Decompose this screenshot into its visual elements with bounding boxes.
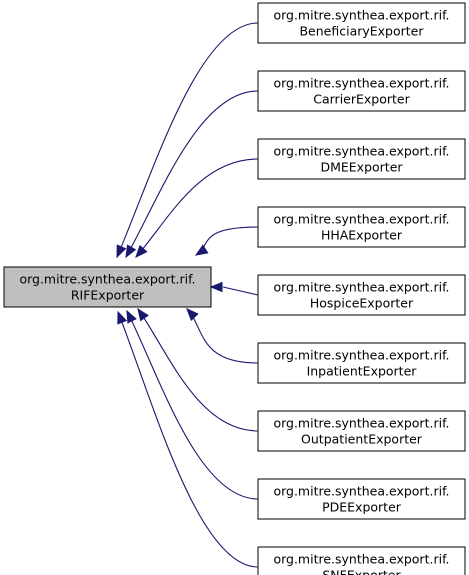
derived-class-name: SNFExporter	[322, 568, 401, 575]
derived-class-package: org.mitre.synthea.export.rif.	[273, 212, 449, 227]
base-class-package: org.mitre.synthea.export.rif.	[19, 272, 195, 287]
derived-class-package: org.mitre.synthea.export.rif.	[273, 484, 449, 499]
arrowhead	[116, 244, 127, 259]
inheritance-edge	[135, 158, 259, 258]
derived-class-box	[257, 410, 466, 452]
derived-class-package: org.mitre.synthea.export.rif.	[273, 416, 449, 431]
inheritance-edge	[186, 308, 259, 364]
derived-class-node[interactable]: org.mitre.synthea.export.rif.HHAExporter	[257, 206, 466, 248]
derived-class-node[interactable]: org.mitre.synthea.export.rif.DMEExporter	[257, 138, 466, 180]
derived-class-node[interactable]: org.mitre.synthea.export.rif.CarrierExpo…	[257, 70, 466, 112]
inheritance-edge	[117, 311, 259, 568]
derived-class-box	[257, 2, 466, 44]
derived-class-package: org.mitre.synthea.export.rif.	[273, 280, 449, 295]
arrowhead	[117, 310, 128, 325]
inheritance-edge	[125, 90, 259, 258]
arrowhead	[194, 244, 209, 256]
inheritance-edges	[116, 22, 259, 568]
derived-class-nodes: org.mitre.synthea.export.rif.Beneficiary…	[257, 2, 466, 575]
derived-class-name: CarrierExporter	[313, 92, 410, 107]
derived-class-node[interactable]: org.mitre.synthea.export.rif.PDEExporter	[257, 478, 466, 520]
derived-class-box	[257, 138, 466, 180]
inheritance-edge	[137, 308, 259, 432]
base-class-box	[3, 266, 212, 308]
base-class-node[interactable]: org.mitre.synthea.export.rif. RIFExporte…	[3, 266, 212, 308]
arrowhead	[126, 309, 137, 324]
base-class-name: RIFExporter	[71, 288, 145, 303]
derived-class-box	[257, 546, 466, 575]
derived-class-package: org.mitre.synthea.export.rif.	[273, 348, 449, 363]
derived-class-package: org.mitre.synthea.export.rif.	[273, 8, 449, 23]
derived-class-package: org.mitre.synthea.export.rif.	[273, 76, 449, 91]
derived-class-box	[257, 206, 466, 248]
inheritance-edge	[126, 310, 259, 500]
arrowhead	[125, 244, 137, 259]
derived-class-name: InpatientExporter	[307, 364, 418, 379]
derived-class-box	[257, 274, 466, 316]
derived-class-box	[257, 478, 466, 520]
derived-class-name: HospiceExporter	[310, 296, 414, 311]
derived-class-package: org.mitre.synthea.export.rif.	[273, 144, 449, 159]
derived-class-node[interactable]: org.mitre.synthea.export.rif.OutpatientE…	[257, 410, 466, 452]
derived-class-node[interactable]: org.mitre.synthea.export.rif.HospiceExpo…	[257, 274, 466, 316]
arrowhead	[135, 244, 148, 258]
derived-class-name: PDEExporter	[322, 500, 402, 515]
derived-class-box	[257, 342, 466, 384]
derived-class-name: BeneficiaryExporter	[299, 24, 424, 39]
derived-class-node[interactable]: org.mitre.synthea.export.rif.Beneficiary…	[257, 2, 466, 44]
arrowhead	[137, 307, 149, 322]
arrowhead	[209, 281, 223, 293]
inheritance-edge	[222, 286, 259, 296]
arrowhead	[186, 308, 199, 321]
derived-class-box	[257, 70, 466, 112]
derived-class-node[interactable]: org.mitre.synthea.export.rif.InpatientEx…	[257, 342, 466, 384]
derived-class-name: HHAExporter	[321, 228, 403, 243]
derived-class-package: org.mitre.synthea.export.rif.	[273, 552, 449, 567]
derived-class-name: DMEExporter	[320, 160, 403, 175]
derived-class-node[interactable]: org.mitre.synthea.export.rif.SNFExporter	[257, 546, 466, 575]
derived-class-name: OutpatientExporter	[301, 432, 423, 447]
inheritance-edge	[116, 22, 259, 258]
